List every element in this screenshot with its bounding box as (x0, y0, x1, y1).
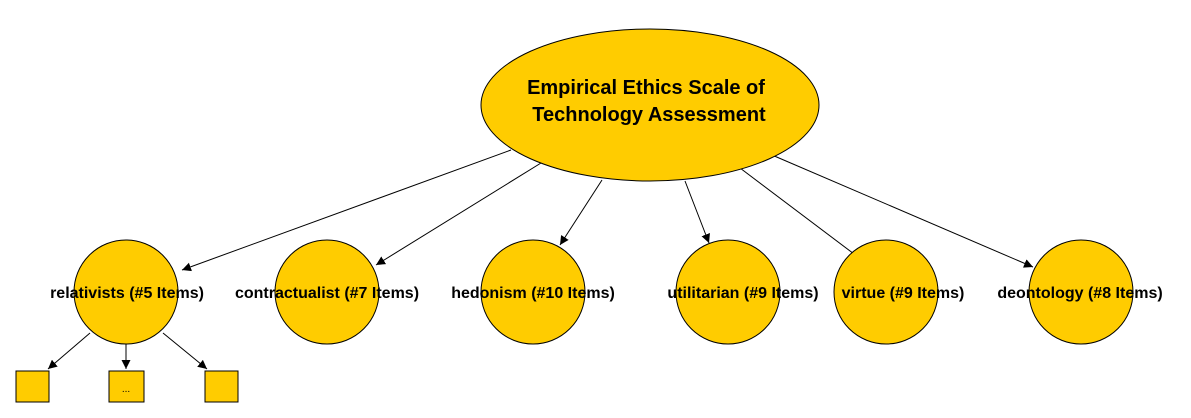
edge-root-contractualist (375, 162, 542, 266)
edge-relativists-item-1 (47, 332, 91, 370)
root-label-line1: Empirical Ethics Scale of (527, 77, 765, 99)
edge-root-deontology (771, 154, 1034, 268)
subscale-label: relativists (#5 Items) (50, 285, 204, 302)
item-box-2: ... (108, 370, 145, 403)
root-label-line2: Technology Assessment (532, 104, 766, 126)
subscale-label: contractualist (#7 Items) (235, 285, 419, 302)
edge-root-relativists (181, 149, 512, 272)
subscale-circle (274, 239, 380, 345)
subscale-circle (1028, 239, 1134, 345)
subscale-node-deontology: deontology (#8 Items) (997, 239, 1163, 345)
subscale-circle (833, 239, 939, 345)
subscale-node-hedonism: hedonism (#10 Items) (451, 239, 615, 345)
root-node: Empirical Ethics Scale of Technology Ass… (480, 28, 820, 182)
edge-relativists-item-3 (162, 332, 208, 370)
item-box-3 (204, 370, 239, 403)
subscale-label: deontology (#8 Items) (997, 285, 1162, 302)
subscale-node-utilitarian: utilitarian (#9 Items) (667, 239, 819, 345)
root-edges (181, 149, 1034, 272)
edge-root-virtue (739, 167, 863, 261)
subscale-node-relativists: relativists (#5 Items) (50, 239, 204, 345)
subscale-circle (73, 239, 179, 345)
item-edges (47, 332, 208, 370)
subscale-circle (675, 239, 781, 345)
item-rect (204, 370, 239, 403)
subscale-node-virtue: virtue (#9 Items) (833, 239, 965, 345)
item-rect (15, 370, 50, 403)
subscale-label: utilitarian (#9 Items) (667, 285, 818, 302)
edge-root-hedonism (559, 179, 603, 246)
subscale-circle (480, 239, 586, 345)
subscale-node-contractualist: contractualist (#7 Items) (235, 239, 419, 345)
item-rect (108, 370, 145, 403)
subscale-label: virtue (#9 Items) (842, 285, 965, 302)
item-label: ... (122, 384, 130, 395)
item-box-1 (15, 370, 50, 403)
edge-root-utilitarian (684, 180, 710, 244)
root-ellipse (480, 28, 820, 182)
subscale-label: hedonism (#10 Items) (451, 285, 615, 302)
